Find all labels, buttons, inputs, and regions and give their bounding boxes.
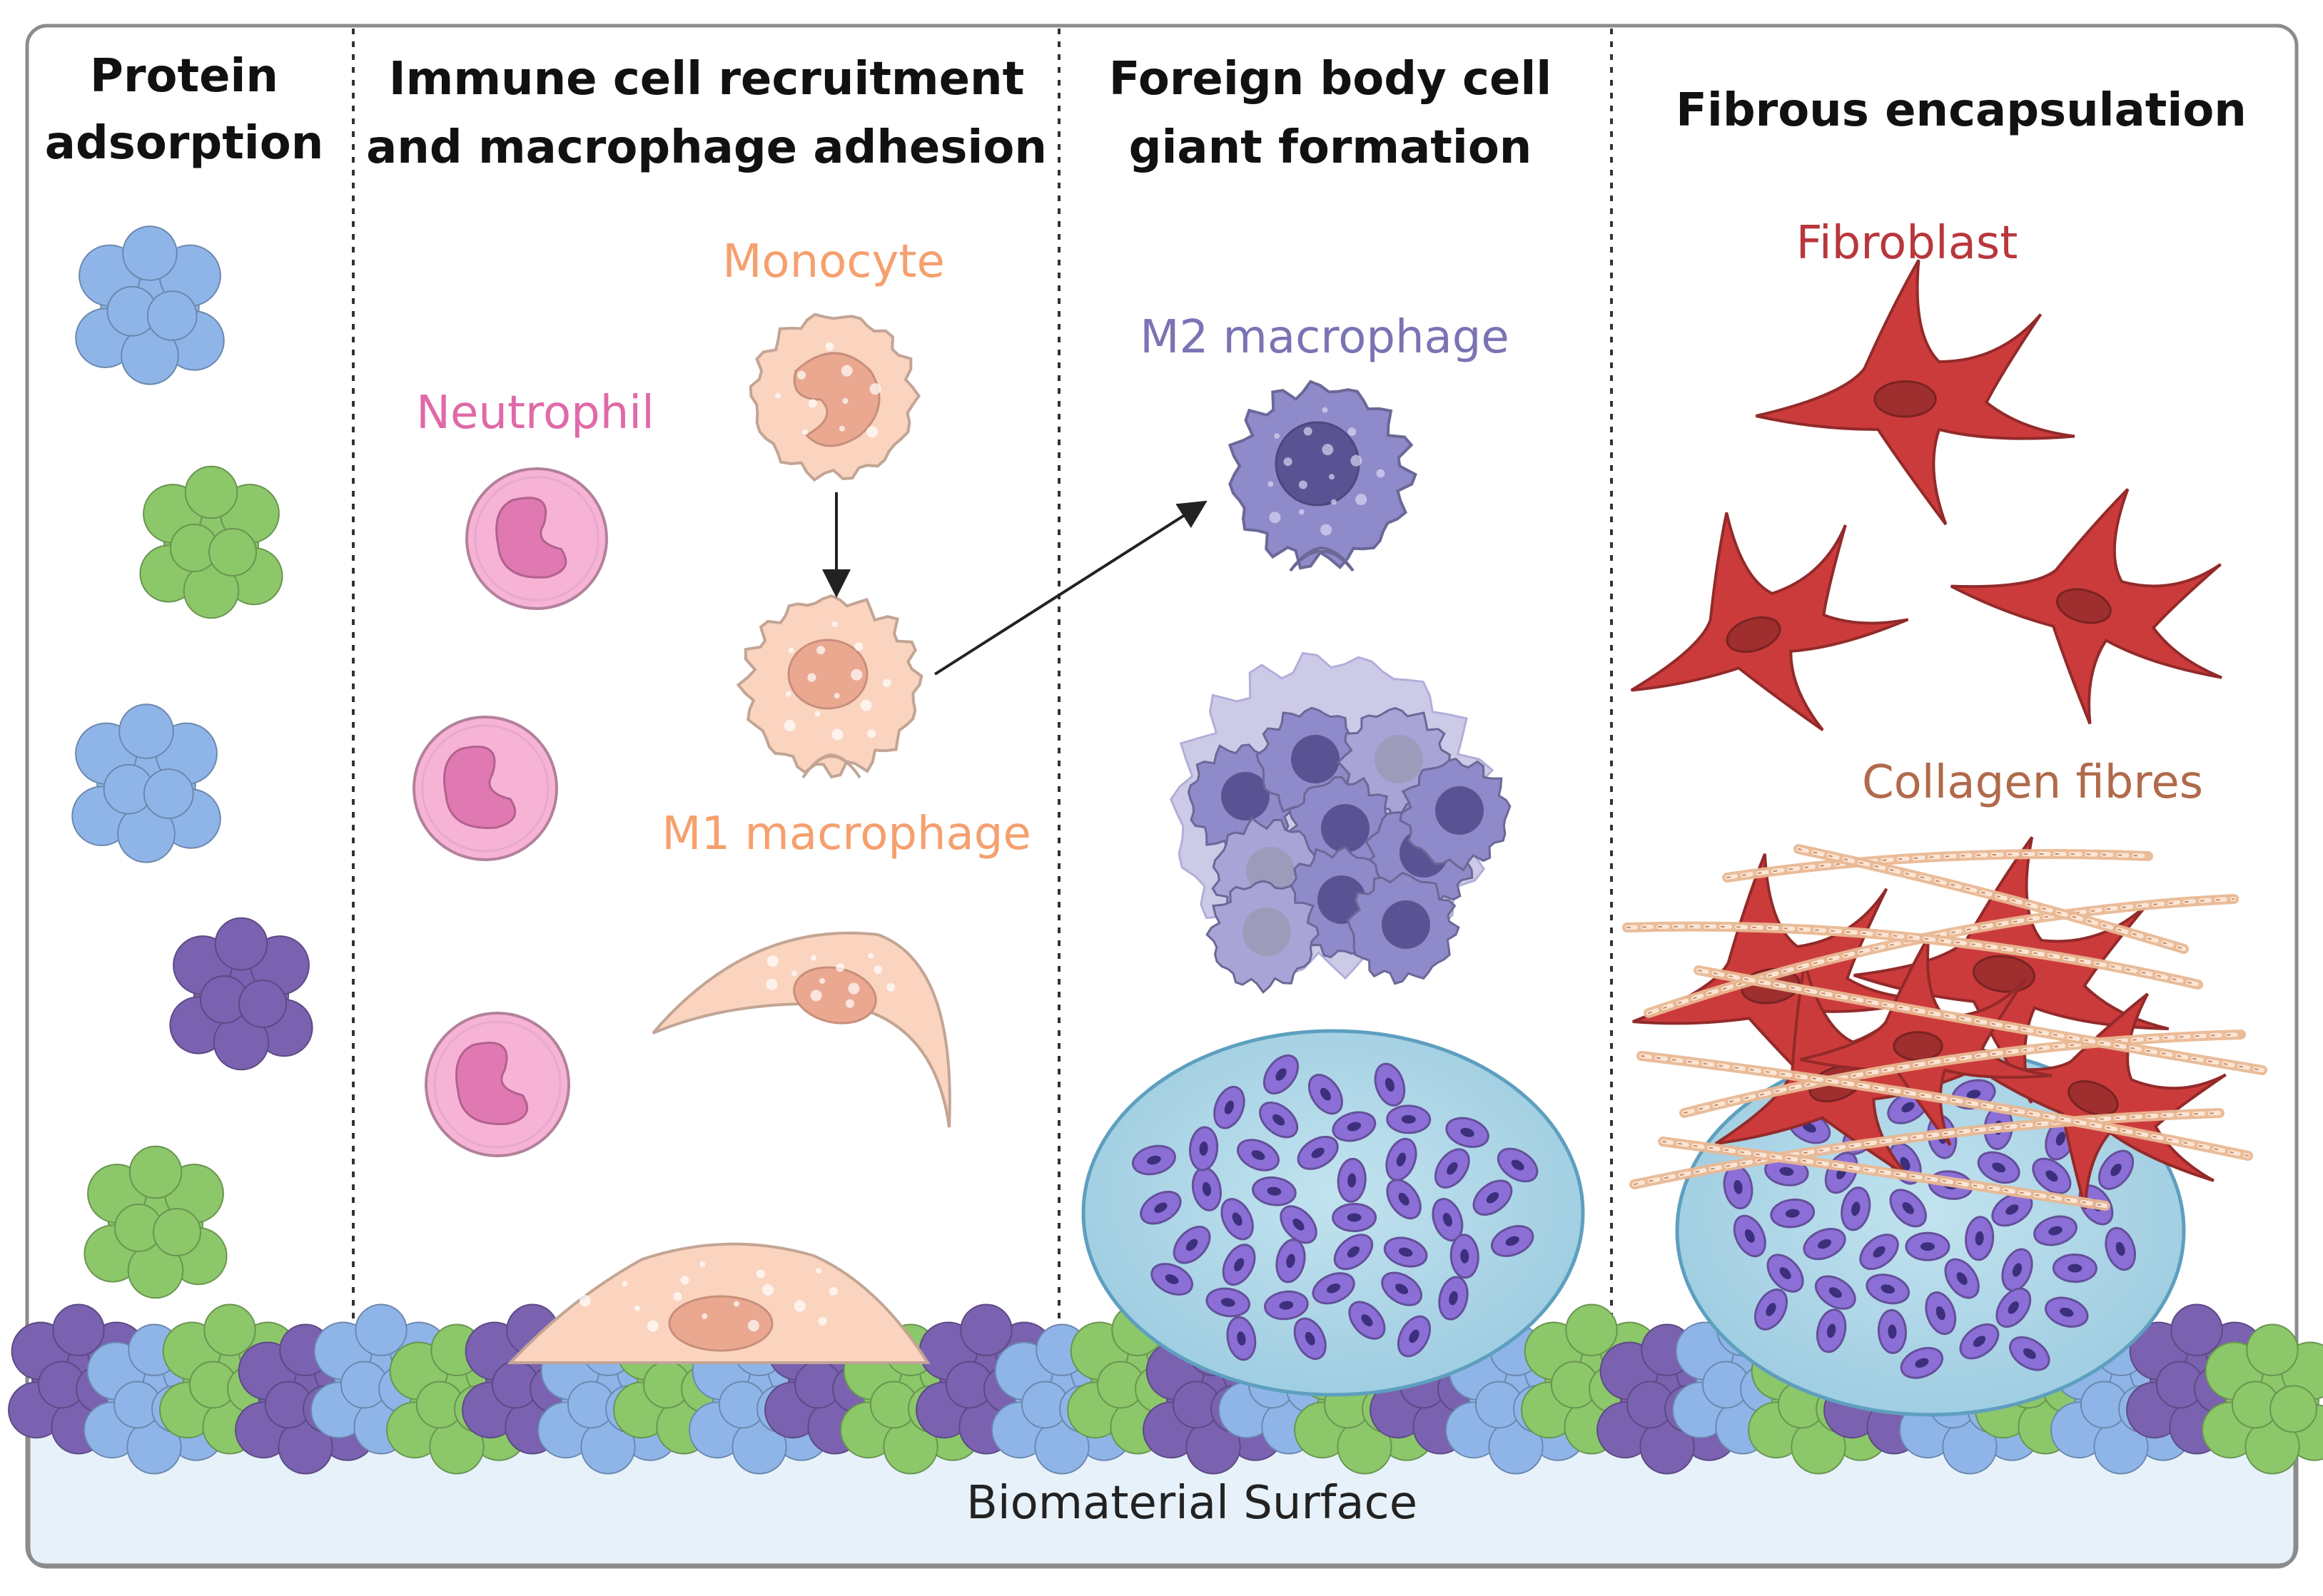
m2-macrophage-group <box>1228 380 1417 572</box>
title-foreign-body-line2: giant formation <box>1129 121 1532 174</box>
title-protein-adsorption-line2: adsorption <box>45 117 324 170</box>
title-immune-recruitment-line2: and macrophage adhesion <box>366 121 1047 174</box>
label-biomaterial-surface: Biomaterial Surface <box>966 1477 1417 1530</box>
adsorbed-protein-layer <box>8 1303 2323 1475</box>
foreign-body-giant-cell <box>1081 1029 1585 1397</box>
neutrophil-cell <box>465 467 608 610</box>
free-protein-group <box>71 225 313 1299</box>
title-protein-adsorption: Protein <box>90 50 278 103</box>
label-m2-macrophage: M2 macrophage <box>1140 311 1509 364</box>
fibroblast-cell <box>1950 488 2222 725</box>
protein-cluster <box>75 225 225 385</box>
label-neutrophil: Neutrophil <box>416 387 654 439</box>
m2-macrophage-cell <box>1228 380 1417 572</box>
title-foreign-body: Foreign body cell <box>1109 53 1552 106</box>
m1-to-m2-arrow <box>933 500 1208 676</box>
label-m1-macrophage: M1 macrophage <box>662 808 1031 860</box>
protein-cluster <box>71 703 221 863</box>
title-immune-recruitment: Immune cell recruitment <box>389 53 1024 106</box>
m1-macrophage-elongated <box>652 931 951 1128</box>
label-collagen-fibres: Collagen fibres <box>1862 756 2203 809</box>
title-fibrous-encapsulation: Fibrous encapsulation <box>1676 84 2247 137</box>
giant-cell-group <box>1081 651 1585 1397</box>
label-monocyte: Monocyte <box>722 235 945 288</box>
neutrophil-cell <box>413 716 558 861</box>
protein-cluster <box>139 465 283 619</box>
collagen-fibres <box>1622 844 2267 1211</box>
fibroblast-cell <box>1756 259 2075 526</box>
label-fibroblast: Fibroblast <box>1796 217 2018 270</box>
protein-cluster <box>83 1145 228 1299</box>
immune-cells-group <box>413 312 951 1364</box>
neutrophil-cell <box>425 1012 570 1157</box>
fibroblast-group <box>1622 259 2267 1417</box>
fused-macrophage-cluster <box>1169 651 1512 995</box>
m1-macrophage-cell <box>736 594 923 779</box>
protein-cluster <box>169 917 313 1071</box>
monocyte-cell <box>749 312 921 482</box>
fibroblast-cell <box>1970 992 2227 1209</box>
protein-cluster <box>2202 1323 2323 1475</box>
adherent-macrophage <box>507 1242 931 1364</box>
fibroblast-cell <box>1630 512 1909 731</box>
